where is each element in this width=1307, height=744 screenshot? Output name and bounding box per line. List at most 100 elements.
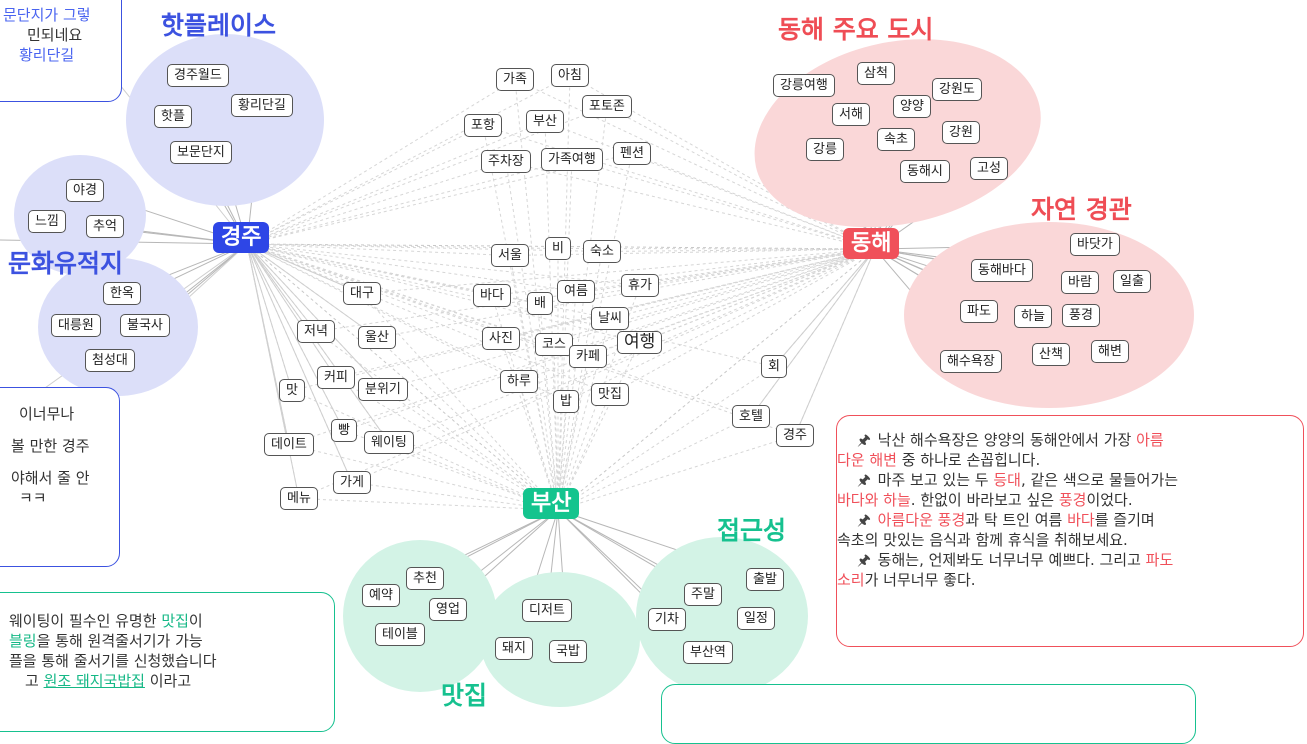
keyword-node-photozone[interactable]: 포토존 <box>582 95 632 118</box>
edge-line-45 <box>246 243 577 292</box>
keyword-node-sky[interactable]: 하늘 <box>1014 305 1052 328</box>
keyword-node-lodging[interactable]: 숙소 <box>583 240 621 263</box>
hub-donghae[interactable]: 동해 <box>843 228 900 260</box>
edge-line-17 <box>544 121 559 511</box>
keyword-node-cafe[interactable]: 카페 <box>569 345 607 368</box>
keyword-node-sokcho[interactable]: 속초 <box>877 128 915 151</box>
keyword-node-reservation[interactable]: 예약 <box>362 584 400 607</box>
keyword-node-course[interactable]: 코스 <box>535 333 573 356</box>
keyword-node-samcheok[interactable]: 삼척 <box>857 62 895 85</box>
keyword-node-chucheon[interactable]: 추천 <box>406 567 444 590</box>
keyword-node-waiting[interactable]: 웨이팅 <box>364 431 414 454</box>
keyword-node-seoul[interactable]: 서울 <box>491 244 529 267</box>
keyword-node-photo[interactable]: 사진 <box>482 327 520 350</box>
keyword-node-gyeongju-world[interactable]: 경주월드 <box>167 64 229 87</box>
keyword-node-gangwon[interactable]: 강원 <box>942 121 980 144</box>
edge-line-53 <box>500 338 559 511</box>
keyword-node-table[interactable]: 테이블 <box>375 623 425 646</box>
edge-line-40 <box>639 248 876 286</box>
keyword-node-chueok[interactable]: 추억 <box>86 215 124 238</box>
edge-line-78 <box>246 243 796 436</box>
keyword-node-bulguksa[interactable]: 불국사 <box>120 314 170 337</box>
keyword-node-hotel[interactable]: 호텔 <box>732 405 770 428</box>
keyword-node-daereungwon[interactable]: 대릉원 <box>51 314 101 337</box>
keyword-node-mood[interactable]: 분위기 <box>358 378 408 401</box>
keyword-node-coffee[interactable]: 커피 <box>317 366 355 389</box>
keyword-node-pork[interactable]: 돼지 <box>495 637 533 660</box>
keyword-node-gukbap[interactable]: 국밥 <box>549 640 587 663</box>
keyword-node-travel[interactable]: 여행 <box>617 331 663 354</box>
note-bl-2a: 블링 <box>9 632 37 650</box>
keyword-node-daegu[interactable]: 대구 <box>343 282 381 305</box>
keyword-node-dinner[interactable]: 저녁 <box>297 320 335 343</box>
keyword-node-yangyang[interactable]: 양양 <box>893 95 931 118</box>
keyword-node-rain[interactable]: 비 <box>545 237 571 260</box>
keyword-node-depart[interactable]: 출발 <box>746 568 784 591</box>
keyword-node-shop[interactable]: 가게 <box>333 471 371 494</box>
hub-gyeongju[interactable]: 경주 <box>213 222 270 254</box>
edge-line-1 <box>246 243 559 511</box>
keyword-node-vacation[interactable]: 휴가 <box>621 274 659 297</box>
keyword-node-family-trip[interactable]: 가족여행 <box>541 148 603 171</box>
edge-line-13 <box>482 125 876 250</box>
keyword-node-wave[interactable]: 파도 <box>960 300 998 323</box>
keyword-node-busan-mid[interactable]: 부산 <box>526 110 564 133</box>
keyword-node-hanok[interactable]: 한옥 <box>103 282 141 305</box>
keyword-node-dessert[interactable]: 디저트 <box>522 599 572 622</box>
keyword-node-seohae[interactable]: 서해 <box>832 103 870 126</box>
note-bl-1b: 맛집 <box>161 612 189 630</box>
keyword-node-weekend[interactable]: 주말 <box>684 583 722 606</box>
keyword-node-goseong[interactable]: 고성 <box>970 157 1008 180</box>
keyword-node-badatga[interactable]: 바닷가 <box>1070 233 1120 256</box>
keyword-node-bap[interactable]: 밥 <box>553 390 579 413</box>
keyword-node-bbang[interactable]: 빵 <box>331 419 357 442</box>
keyword-node-matjip-mid[interactable]: 맛집 <box>591 383 629 406</box>
keyword-node-bomun[interactable]: 보문단지 <box>170 141 232 164</box>
keyword-node-ulsan[interactable]: 울산 <box>358 326 396 349</box>
keyword-node-beach[interactable]: 해수욕장 <box>940 350 1002 373</box>
keyword-node-pension[interactable]: 펜션 <box>613 142 651 165</box>
keyword-node-schedule[interactable]: 일정 <box>737 607 775 630</box>
keyword-node-train[interactable]: 기차 <box>648 608 686 631</box>
keyword-node-gangneung-trip[interactable]: 강릉여행 <box>773 74 835 97</box>
edge-line-80 <box>557 435 796 511</box>
keyword-node-boat[interactable]: 배 <box>527 292 553 315</box>
keyword-node-mat[interactable]: 맛 <box>279 379 305 402</box>
edge-line-166 <box>246 243 353 483</box>
note-card-top-left: 문단지가 그렇 민되네요 황리단길 <box>0 0 122 102</box>
keyword-node-yagyeong[interactable]: 야경 <box>66 179 104 202</box>
keyword-node-hoe[interactable]: 회 <box>761 355 787 378</box>
keyword-node-date[interactable]: 데이트 <box>264 433 314 456</box>
note-r-4c: 풍경 <box>1058 491 1087 509</box>
keyword-node-pohang[interactable]: 포항 <box>464 114 502 137</box>
keyword-node-gangwondo[interactable]: 강원도 <box>932 78 982 101</box>
keyword-node-coast[interactable]: 해변 <box>1091 340 1129 363</box>
keyword-node-morning[interactable]: 아침 <box>551 64 589 87</box>
keyword-node-neukkim[interactable]: 느낌 <box>28 210 66 233</box>
keyword-node-family[interactable]: 가족 <box>496 68 534 91</box>
keyword-node-hotple[interactable]: 핫플 <box>154 105 192 128</box>
keyword-node-scenery[interactable]: 풍경 <box>1062 304 1100 327</box>
keyword-node-wind[interactable]: 바람 <box>1061 271 1099 294</box>
keyword-node-sunrise[interactable]: 일출 <box>1113 270 1151 293</box>
keyword-node-donghae-sea[interactable]: 동해바다 <box>971 259 1033 282</box>
note-r-5d: 를 즐기며 <box>1094 511 1155 529</box>
keyword-node-day[interactable]: 하루 <box>500 370 538 393</box>
keyword-node-cheomseongdae[interactable]: 첨성대 <box>85 349 135 372</box>
hub-busan[interactable]: 부산 <box>523 488 580 520</box>
keyword-node-busan-station[interactable]: 부산역 <box>683 641 733 664</box>
keyword-node-walk[interactable]: 산책 <box>1032 343 1070 366</box>
keyword-node-weather[interactable]: 날씨 <box>591 307 629 330</box>
keyword-node-bada[interactable]: 바다 <box>473 284 511 307</box>
edge-line-65 <box>518 381 559 511</box>
keyword-node-donghaesi[interactable]: 동해시 <box>900 160 950 183</box>
keyword-node-summer[interactable]: 여름 <box>557 280 595 303</box>
note-ml-1: 이너무나 <box>19 405 75 423</box>
keyword-node-hwangridan[interactable]: 황리단길 <box>231 94 293 117</box>
edge-line-104 <box>288 444 559 511</box>
keyword-node-parking[interactable]: 주차장 <box>481 150 531 173</box>
keyword-node-business[interactable]: 영업 <box>429 598 467 621</box>
keyword-node-gyeongju-right[interactable]: 경주 <box>776 424 814 447</box>
keyword-node-gangneung[interactable]: 강릉 <box>806 138 844 161</box>
keyword-node-menu[interactable]: 메뉴 <box>280 487 318 510</box>
